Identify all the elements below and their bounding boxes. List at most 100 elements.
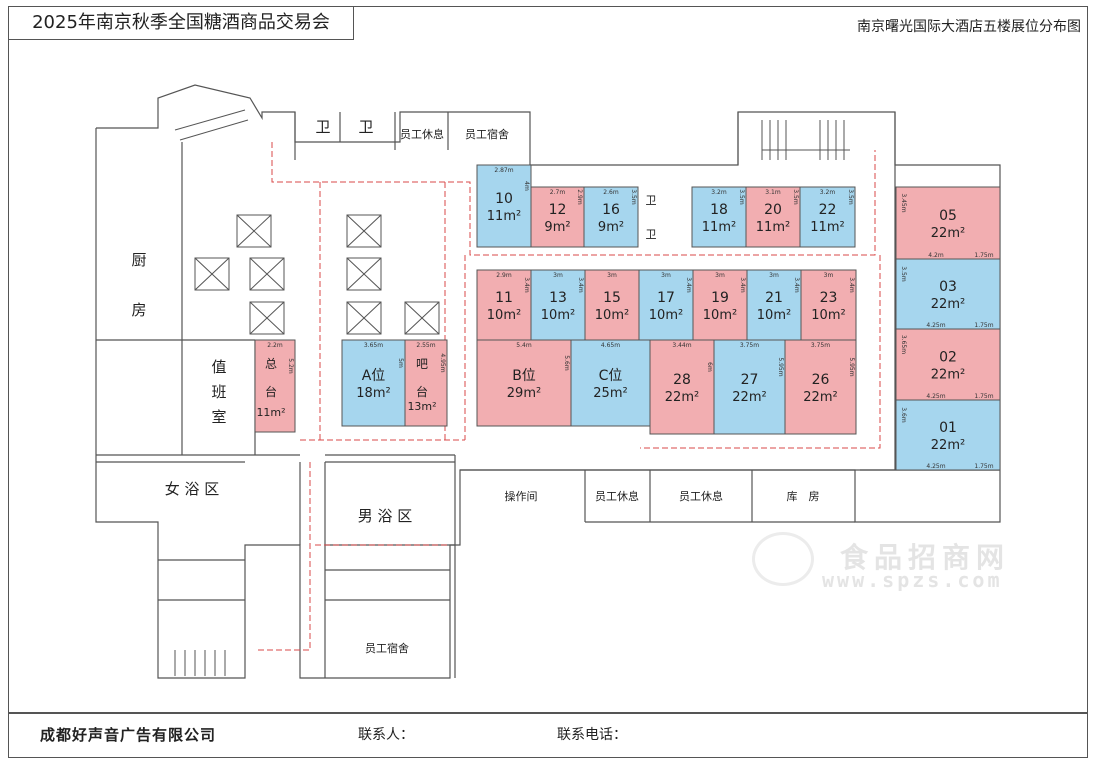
booth-size: 29m²: [507, 386, 541, 401]
booth-id: 26: [812, 372, 830, 388]
booth-id: 10: [495, 191, 513, 207]
booth-id: 21: [765, 290, 783, 306]
booth-rect: [254, 339, 296, 433]
booth-rect: [784, 339, 857, 435]
booth-id: 23: [820, 290, 838, 306]
booth-dimension: 3m: [769, 272, 779, 279]
booth-id: B位: [512, 368, 536, 384]
booth: 11 10m² 2.9m 3.4m: [476, 269, 532, 341]
booth-dimension: 3.5m: [847, 189, 854, 205]
booth-rect: [584, 269, 640, 341]
booth-dimension: 3.65m: [364, 342, 383, 349]
booth-dimension: 2.9m: [496, 272, 512, 279]
booth-dimension: 3.5m: [900, 266, 907, 282]
booth-size: 10m²: [541, 308, 575, 323]
booth-dimension: 3m: [553, 272, 563, 279]
booth-size: 25m²: [593, 386, 627, 401]
booth-size: 18m²: [356, 386, 390, 401]
booth-rect: [638, 269, 694, 341]
booth-dimension: 2.2m: [267, 342, 283, 349]
watermark-url: www.spzs.com: [822, 568, 1003, 592]
booth-rect: [895, 399, 1001, 471]
room-label-staff_dorm_bottom: 员工宿舍: [365, 641, 409, 655]
booth-id: C位: [599, 368, 623, 384]
booth-size: 11m²: [256, 406, 285, 419]
booth-id: 17: [657, 290, 675, 306]
booth-id: 20: [764, 202, 782, 218]
booth-size: 22m²: [931, 226, 965, 241]
booth-dimension: 3.4m: [523, 277, 530, 293]
booth-id: 19: [711, 290, 729, 306]
booth-dimension: 3m: [661, 272, 671, 279]
booth-id: 12: [549, 202, 567, 218]
booth-dimension: 2.6m: [603, 189, 619, 196]
watermark-logo: [752, 532, 814, 586]
booth-size: 10m²: [595, 308, 629, 323]
booth-dimension: 1.75m: [974, 463, 993, 470]
booth-dimension: 3.4m: [739, 277, 746, 293]
booth-dimension: 4m: [523, 181, 530, 191]
booth-dimension: 3.4m: [577, 277, 584, 293]
booth-id: 03: [939, 279, 957, 295]
booth-dimension: 3.5m: [630, 189, 637, 205]
booth-dimension: 4.95m: [439, 353, 446, 372]
booth-id: A位: [362, 368, 386, 384]
room-label-staff_dorm_top: 员工宿舍: [465, 127, 509, 141]
booth-dimension: 2.87m: [494, 167, 513, 174]
booth-id: 11: [495, 290, 513, 306]
room-label-duty: 值: [211, 358, 226, 376]
booth-size: 11m²: [487, 209, 521, 224]
booth-rect: [713, 339, 786, 435]
room-label-wc4: 卫: [646, 228, 657, 241]
booth-dimension: 3.45m: [900, 193, 907, 212]
room-label-operation: 操作间: [505, 489, 538, 503]
booth-rect: [800, 269, 857, 341]
booth: 10 11m² 2.87m 4m: [476, 164, 532, 248]
booth-rect: [745, 186, 801, 248]
booth-size: 11m²: [702, 220, 736, 235]
booth-size: 10m²: [487, 308, 521, 323]
booth-id: 02: [939, 350, 957, 366]
room-label-duty: 班: [211, 383, 226, 401]
booth-rect: [799, 186, 856, 248]
booth-dimension: 3.75m: [740, 342, 759, 349]
booth-dimension: 3.2m: [711, 189, 727, 196]
booth-rect: [341, 339, 406, 427]
booth-dimension: 4.2m: [928, 252, 944, 259]
booth-size: 13m²: [407, 400, 436, 413]
booth-dimension: 3.44m: [672, 342, 691, 349]
booth-rect: [530, 269, 586, 341]
booth-dimension: 4.25m: [926, 463, 945, 470]
room-label-staff_rest_1: 员工休息: [595, 489, 639, 503]
booth-size: 22m²: [931, 438, 965, 453]
room-label-storage: 库 房: [787, 490, 820, 503]
booth-size: 10m²: [703, 308, 737, 323]
booth-size: 22m²: [931, 297, 965, 312]
booth-dimension: 5.95m: [777, 357, 784, 376]
stairs: [174, 109, 850, 676]
watermark-name: 食品招商网: [840, 541, 1011, 574]
booth-id: 总: [265, 357, 277, 371]
booth-rect: [476, 269, 532, 341]
elevators: [194, 214, 440, 335]
